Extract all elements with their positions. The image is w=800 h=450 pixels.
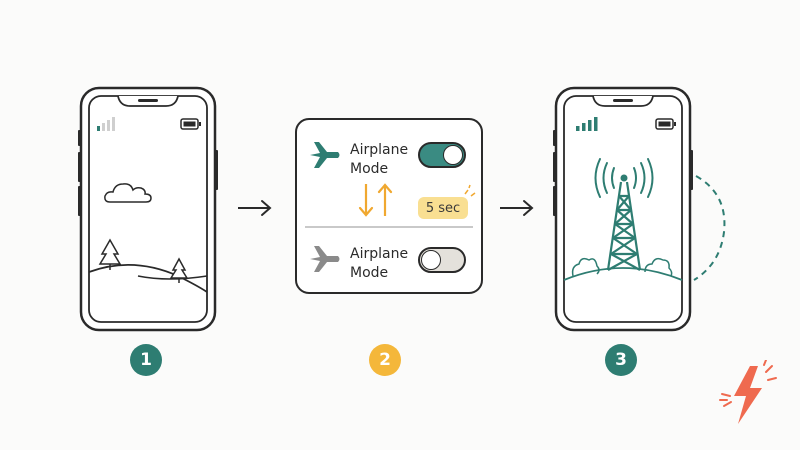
arrow-right-icon [500, 200, 534, 216]
step-number-text: 2 [379, 350, 391, 370]
sparkle-icon [464, 184, 476, 197]
battery-icon [655, 118, 676, 130]
cloud-icon [104, 183, 152, 203]
airplane-mode-label-off: Airplane Mode [350, 246, 409, 281]
panel-divider [305, 226, 473, 228]
signal-strong-icon [576, 117, 598, 131]
step-number-text: 3 [615, 350, 627, 370]
airplane-toggle-off[interactable] [418, 247, 466, 273]
signal-weak-icon [97, 117, 115, 131]
tree-icon [98, 238, 122, 270]
arrow-right-icon [238, 200, 272, 216]
phone-no-signal [78, 86, 218, 332]
timer-badge: 5 sec [418, 197, 468, 219]
airplane-icon [310, 246, 340, 272]
step-number-text: 1 [140, 350, 152, 370]
step-number-3: 3 [605, 344, 637, 376]
dashed-arc [693, 175, 726, 281]
airplane-icon [310, 142, 340, 168]
toggle-knob [443, 145, 463, 165]
lightning-bolt-icon [719, 360, 777, 424]
battery-icon [180, 118, 201, 130]
airplane-toggle-on[interactable] [418, 142, 466, 168]
swap-arrows-icon [358, 183, 393, 217]
step-number-1: 1 [130, 344, 162, 376]
step-number-2: 2 [369, 344, 401, 376]
toggle-knob [421, 250, 441, 270]
cell-tower-icon [594, 158, 654, 271]
airplane-mode-label-on: Airplane Mode [350, 142, 409, 177]
